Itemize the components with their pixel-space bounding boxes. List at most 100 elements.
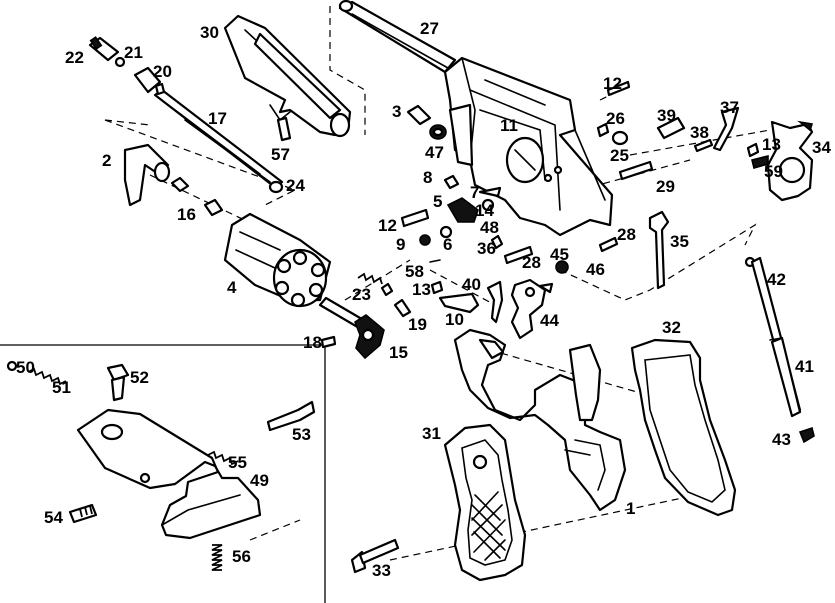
- barrel-part-27: [338, 0, 457, 74]
- inset-part-53-54: [68, 400, 316, 524]
- label-part-16: 16: [177, 205, 196, 224]
- grip-screw-part-33: [350, 538, 400, 574]
- crane-alignment-stub: [104, 119, 151, 126]
- label-part-44: 44: [540, 311, 559, 330]
- extractor-assembly-part-15: [318, 296, 385, 360]
- label-part-42: 42: [767, 270, 786, 289]
- part-8: [443, 174, 460, 190]
- inset-part-52-screw: [106, 363, 130, 402]
- label-part-14: 14: [475, 201, 494, 220]
- label-part-52: 52: [130, 368, 149, 387]
- inset-springs-51-55-56: [6, 360, 239, 571]
- label-part-6: 6: [443, 235, 452, 254]
- part-37: [712, 106, 740, 152]
- grip-frame-part-1: [453, 328, 627, 512]
- label-part-38: 38: [690, 123, 709, 142]
- label-part-41: 41: [795, 357, 814, 376]
- trigger-part-44: [510, 278, 554, 340]
- part-26: [596, 122, 610, 138]
- label-part-35: 35: [670, 232, 689, 251]
- part-13-lower: [430, 280, 444, 295]
- part-9: [419, 234, 431, 246]
- grip-panel-part-31: [443, 423, 527, 582]
- label-part-18: 18: [303, 333, 322, 352]
- label-part-48: 48: [480, 218, 499, 237]
- part-12-lower: [400, 208, 430, 228]
- label-part-47: 47: [425, 143, 444, 162]
- label-part-31: 31: [422, 424, 441, 443]
- pawl-part-40: [486, 280, 504, 324]
- label-part-50: 50: [16, 358, 35, 377]
- grip-screw-lower-line: [389, 489, 721, 561]
- label-part-1: 1: [626, 499, 635, 518]
- part-number-labels: 1 2 3 4 5 6 7 8 9 10 11 12 12 13 13 14 1…: [16, 19, 831, 580]
- grip-checkering: [471, 491, 506, 561]
- label-part-20: 20: [153, 62, 172, 81]
- label-part-5: 5: [433, 192, 442, 211]
- label-part-8: 8: [423, 168, 432, 187]
- label-part-54: 54: [44, 508, 63, 527]
- label-part-2: 2: [102, 151, 111, 170]
- label-part-39: 39: [657, 106, 676, 125]
- label-part-19: 19: [408, 315, 427, 334]
- part-45: [555, 260, 569, 274]
- label-part-13-lower: 13: [412, 280, 431, 299]
- label-part-26: 26: [606, 109, 625, 128]
- label-part-23: 23: [352, 285, 371, 304]
- label-part-24: 24: [286, 176, 305, 195]
- part-38: [693, 138, 714, 153]
- label-part-59: 59: [764, 162, 783, 181]
- label-part-11: 11: [500, 116, 518, 135]
- part-5: [446, 197, 479, 223]
- label-part-13-upper: 13: [762, 135, 781, 154]
- label-part-21: 21: [124, 43, 143, 62]
- part-28-right: [598, 236, 619, 253]
- label-part-9: 9: [396, 235, 405, 254]
- label-part-53: 53: [292, 425, 311, 444]
- ejector-rod-part-17: [153, 88, 284, 190]
- label-part-12-upper: 12: [603, 74, 622, 93]
- pins-18-19-23: [320, 272, 412, 349]
- label-part-37: 37: [720, 98, 739, 117]
- part-10: [438, 292, 480, 314]
- label-part-29: 29: [656, 177, 675, 196]
- part-7: [478, 186, 502, 198]
- inset-screw-alignment: [249, 519, 301, 541]
- label-part-28-right: 28: [617, 225, 636, 244]
- part-29: [618, 160, 654, 181]
- label-part-58: 58: [405, 262, 424, 281]
- part-57: [276, 116, 292, 142]
- part-36: [503, 245, 534, 265]
- label-part-12-lower: 12: [378, 216, 397, 235]
- mechanism-small-parts: [276, 80, 769, 314]
- label-part-22: 22: [65, 48, 84, 67]
- part-25: [611, 130, 629, 146]
- part-12-upper: [606, 80, 631, 97]
- barrel-alignment-line: [329, 6, 366, 135]
- label-part-17: 17: [208, 109, 227, 128]
- label-part-33: 33: [372, 561, 391, 580]
- label-part-32: 32: [662, 318, 681, 337]
- barrel-shroud-part-30: [223, 14, 352, 138]
- pin-alignment-line: [149, 174, 256, 226]
- hammer-part-34: [766, 120, 814, 202]
- crane-part-2: [123, 143, 171, 207]
- label-part-51: 51: [52, 378, 71, 397]
- label-part-7: 7: [470, 183, 479, 202]
- part-39: [656, 116, 686, 140]
- label-part-55: 55: [228, 453, 247, 472]
- label-part-36: 36: [477, 239, 496, 258]
- label-part-34: 34: [812, 138, 831, 157]
- label-part-56: 56: [232, 547, 251, 566]
- hammer-alignment-line: [429, 269, 496, 306]
- parts-16-24: [170, 176, 284, 217]
- label-part-30: 30: [200, 23, 219, 42]
- label-part-25: 25: [610, 146, 629, 165]
- label-part-27: 27: [420, 19, 439, 38]
- label-part-43: 43: [772, 430, 791, 449]
- mainspring-alignment-line: [559, 223, 757, 301]
- label-part-15: 15: [389, 343, 408, 362]
- part-6: [439, 225, 453, 239]
- mainspring-assembly-parts-41-43: [744, 256, 815, 444]
